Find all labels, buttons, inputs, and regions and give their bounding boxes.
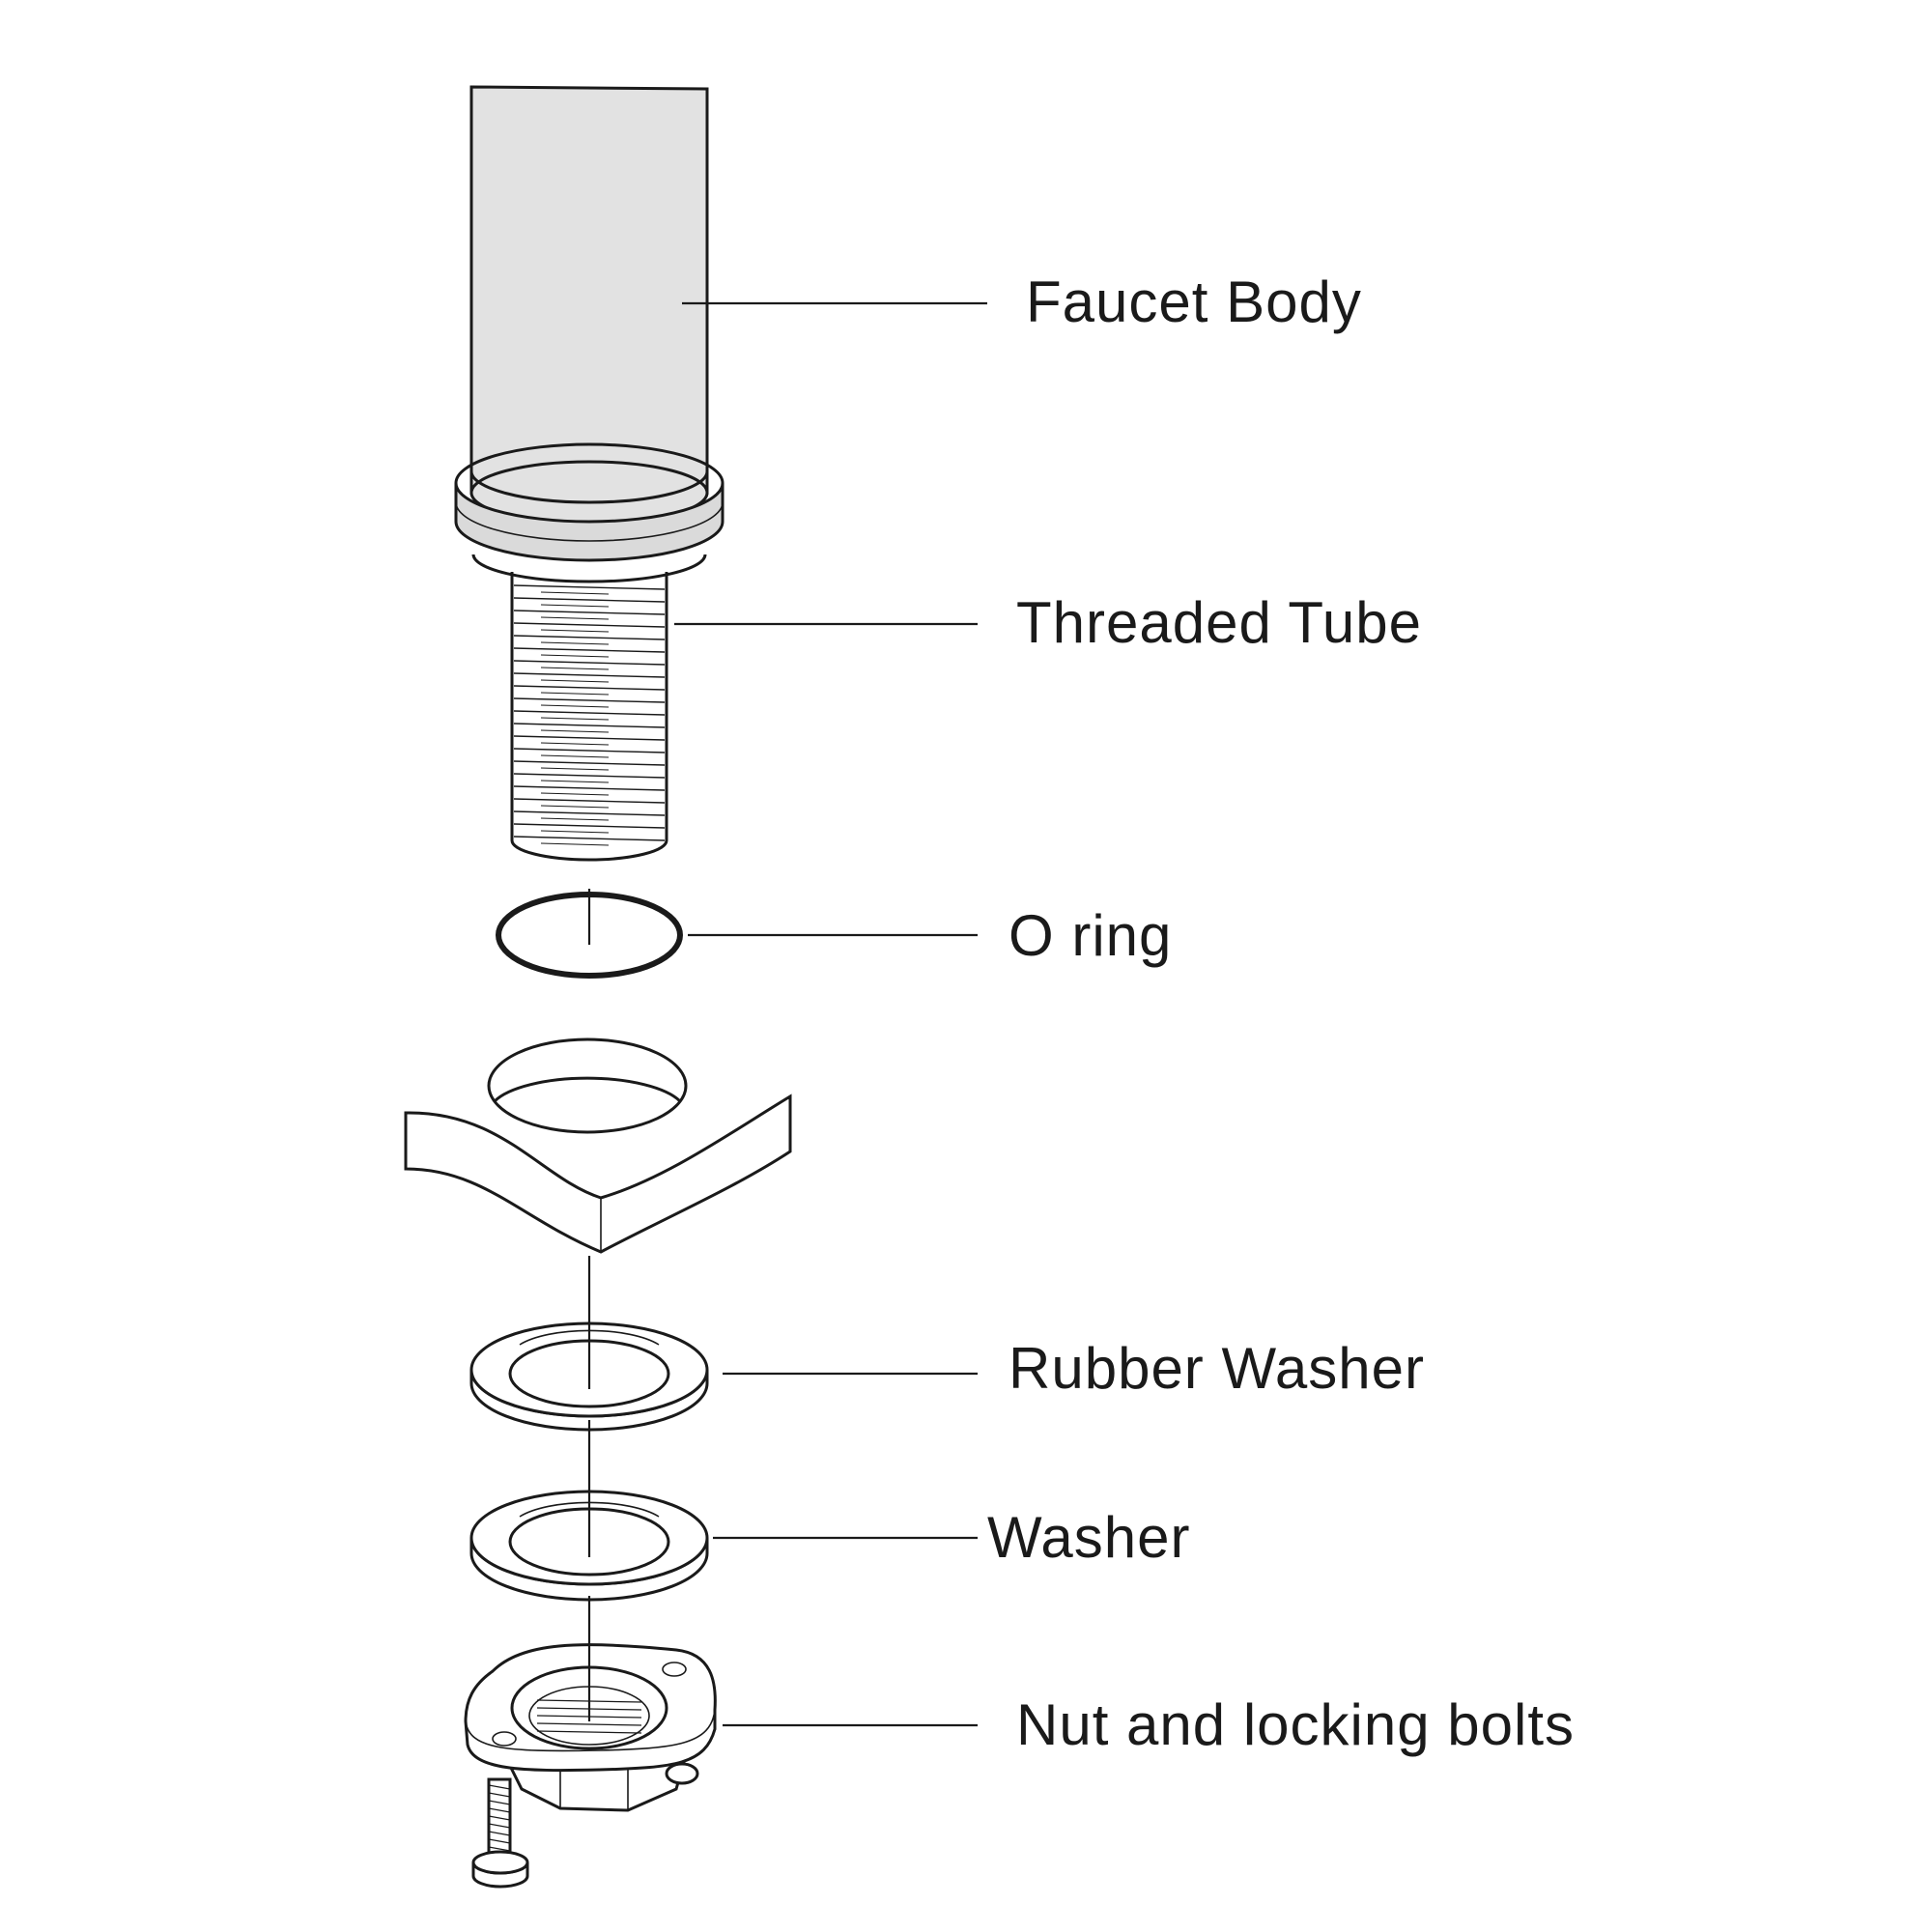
label-washer: Washer bbox=[987, 1505, 1191, 1570]
label-rubber-washer: Rubber Washer bbox=[1009, 1336, 1425, 1401]
thread-highlight bbox=[540, 654, 610, 658]
thread-highlight bbox=[540, 717, 610, 721]
thread-line bbox=[513, 823, 666, 829]
nut-thread-line bbox=[536, 1722, 642, 1726]
label-faucet-body: Faucet Body bbox=[1026, 270, 1362, 334]
thread-line bbox=[513, 635, 666, 640]
thread-highlight bbox=[540, 767, 610, 771]
thread-line bbox=[513, 672, 666, 678]
thread-line bbox=[513, 735, 666, 741]
thread-highlight bbox=[540, 805, 610, 809]
tube-threads bbox=[513, 584, 666, 846]
nut-thread-line bbox=[536, 1730, 642, 1734]
labels: Faucet Body Threaded Tube O ring Rubber … bbox=[987, 270, 1575, 1757]
thread-highlight bbox=[540, 817, 610, 821]
thread-highlight bbox=[540, 792, 610, 796]
thread-line bbox=[513, 773, 666, 779]
thread-line bbox=[513, 748, 666, 753]
label-threaded-tube: Threaded Tube bbox=[1016, 590, 1422, 655]
countertop bbox=[404, 1037, 792, 1254]
thread-line bbox=[513, 760, 666, 766]
thread-line bbox=[513, 710, 666, 716]
thread-line bbox=[513, 647, 666, 653]
thread-line bbox=[513, 584, 666, 590]
label-o-ring: O ring bbox=[1009, 903, 1172, 968]
bolt-thread-line bbox=[488, 1784, 511, 1790]
bolt-thread-line bbox=[488, 1823, 511, 1829]
thread-line bbox=[513, 836, 666, 841]
nut-and-bolts bbox=[464, 1643, 717, 1889]
thread-line bbox=[513, 723, 666, 728]
thread-line bbox=[513, 610, 666, 615]
thread-line bbox=[513, 697, 666, 703]
bolt-thread-line bbox=[488, 1831, 511, 1836]
bolt-thread-line bbox=[488, 1800, 511, 1805]
thread-highlight bbox=[540, 641, 610, 645]
thread-highlight bbox=[540, 679, 610, 683]
thread-highlight bbox=[540, 780, 610, 783]
thread-highlight bbox=[540, 729, 610, 733]
bolt-thread-line bbox=[488, 1838, 511, 1844]
thread-line bbox=[513, 660, 666, 666]
thread-highlight bbox=[540, 692, 610, 696]
thread-highlight bbox=[540, 842, 610, 846]
bolt-thread-line bbox=[488, 1807, 511, 1813]
threaded-tube bbox=[471, 554, 707, 862]
thread-line bbox=[513, 622, 666, 628]
leader-lines bbox=[674, 301, 987, 1727]
faucet-body bbox=[469, 85, 709, 526]
label-nut-and-bolts: Nut and locking bolts bbox=[1016, 1692, 1575, 1757]
thread-line bbox=[513, 810, 666, 816]
thread-highlight bbox=[540, 616, 610, 620]
thread-highlight bbox=[540, 604, 610, 608]
thread-line bbox=[513, 798, 666, 804]
bolt-thread-line bbox=[488, 1792, 511, 1798]
thread-highlight bbox=[540, 830, 610, 834]
bolt-thread-line bbox=[488, 1815, 511, 1821]
thread-line bbox=[513, 785, 666, 791]
thread-highlight bbox=[540, 591, 610, 595]
bolt-thread-line bbox=[488, 1846, 511, 1852]
thread-highlight bbox=[540, 754, 610, 758]
thread-line bbox=[513, 685, 666, 691]
thread-highlight bbox=[540, 667, 610, 670]
faucet-collar bbox=[454, 442, 724, 562]
thread-highlight bbox=[540, 742, 610, 746]
thread-highlight bbox=[540, 629, 610, 633]
thread-line bbox=[513, 597, 666, 603]
thread-highlight bbox=[540, 704, 610, 708]
